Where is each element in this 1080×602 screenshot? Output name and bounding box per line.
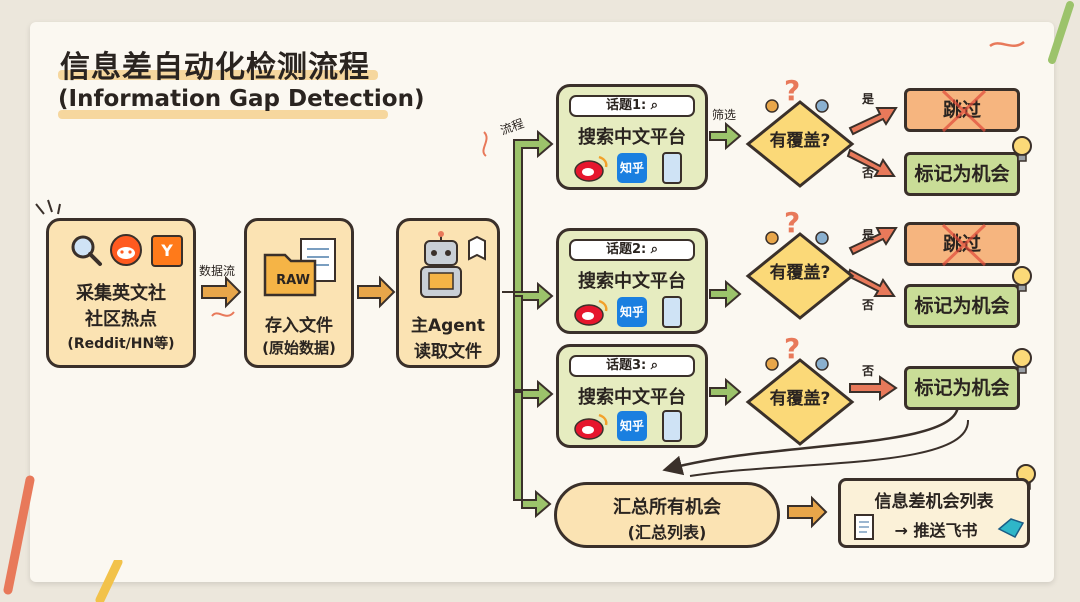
topic2-search-box: 话题2: ⌕ 搜索中文平台 知乎 (556, 228, 708, 334)
arrow-store-to-agent (357, 275, 396, 309)
decision1-diamond: ? (745, 74, 855, 188)
crayon-decoration-icon (95, 560, 123, 602)
agent-line2: 读取文件 (414, 342, 482, 362)
topic1-title: 搜索中文平台 (578, 127, 686, 148)
phone-icon (662, 296, 682, 328)
topic1-chip: 话题1: ⌕ (569, 95, 695, 117)
collect-step-box: Y 采集英文社 社区热点 (Reddit/HN等) (46, 218, 196, 368)
decision-outcome-arrows (846, 107, 898, 401)
agent-step-box: 主Agent 读取文件 (396, 218, 500, 368)
output-line2: → 推送飞书 (894, 521, 978, 540)
decision1-no-label: 否 (862, 166, 875, 180)
cross-out-icon (941, 223, 987, 267)
branch-arrows (502, 129, 554, 519)
opportunity-box-2: 标记为机会 (904, 284, 1020, 328)
magnifier-icon (71, 235, 102, 266)
decision2-no-label: 否 (862, 298, 875, 312)
question-mark-icon: ? (784, 332, 800, 365)
page-subtitle: (Information Gap Detection) (58, 86, 425, 112)
doodle-marks-icon (35, 199, 61, 215)
filter-label: 筛选 (712, 108, 737, 122)
reddit-icon (110, 234, 142, 266)
page-title: 信息差自动化检测流程 (60, 50, 370, 85)
zhihu-icon: 知乎 (617, 153, 647, 183)
weibo-icon (574, 155, 608, 182)
phone-icon (662, 152, 682, 184)
decision2-label: 有覆盖? (769, 263, 831, 283)
ycombinator-icon: Y (151, 235, 183, 267)
lightbulb-icon (1012, 136, 1032, 162)
doodle-squiggle-icon (211, 311, 235, 317)
topic2-chip-label: 话题2: (605, 242, 647, 257)
document-icon (854, 514, 874, 540)
doodle-squiggle-icon (989, 40, 1025, 48)
phone-icon (662, 410, 682, 442)
crayon-decoration-icon (1048, 1, 1074, 64)
topic1-search-box: 话题1: ⌕ 搜索中文平台 知乎 (556, 84, 708, 190)
topic3-title: 搜索中文平台 (578, 387, 686, 408)
summary-line2: (汇总列表) (627, 523, 707, 542)
topic3-chip-label: 话题3: (605, 358, 647, 373)
summary-box: 汇总所有机会 (汇总列表) (554, 482, 780, 548)
output-box: 信息差机会列表 → 推送飞书 (838, 478, 1030, 548)
skip-box-1: 跳过 (904, 88, 1020, 133)
topic2-title: 搜索中文平台 (578, 271, 686, 292)
topic3-chip: 话题3: ⌕ (569, 355, 695, 377)
curve-opportunities-to-summary (662, 403, 960, 476)
decision3-no-label: 否 (862, 364, 875, 378)
raw-folder-icon (263, 238, 336, 297)
robot-reading-icon (420, 231, 486, 298)
decision1-yes-label: 是 (862, 92, 875, 106)
crayon-decoration-icon (3, 475, 35, 595)
decision3-label: 有覆盖? (769, 389, 831, 409)
feishu-icon (997, 518, 1025, 538)
question-mark-icon: ? (784, 74, 800, 107)
doodle-squiggle-icon (482, 131, 488, 157)
output-line1: 信息差机会列表 (874, 492, 994, 512)
decision1-label: 有覆盖? (769, 131, 831, 151)
decision2-diamond: ? (745, 206, 855, 320)
flow-label-data: 数据流 (199, 264, 236, 278)
skip-box-2: 跳过 (904, 222, 1020, 267)
agent-line1: 主Agent (410, 316, 486, 336)
zhihu-icon: 知乎 (617, 411, 647, 441)
collect-line2: 社区热点 (85, 309, 157, 330)
weibo-icon (574, 299, 608, 326)
search-to-decision-arrows (709, 121, 742, 407)
subtitle-highlight (58, 110, 388, 119)
decision2-yes-label: 是 (862, 228, 875, 242)
cross-out-icon (941, 89, 987, 133)
lightbulb-icon (1012, 266, 1032, 292)
decision3-diamond: ? (745, 332, 855, 446)
title-highlight (58, 70, 378, 80)
lightbulb-icon (1012, 348, 1032, 374)
topic1-chip-label: 话题1: (605, 98, 647, 113)
raw-badge: RAW (276, 273, 310, 288)
arrow-summary-to-output (787, 495, 828, 529)
arrow-collect-to-store (201, 275, 242, 309)
question-mark-icon: ? (784, 206, 800, 239)
opportunity-box-3: 标记为机会 (904, 366, 1020, 410)
topic2-chip: 话题2: ⌕ (569, 239, 695, 261)
collect-line1: 采集英文社 (76, 283, 166, 304)
zhihu-icon: 知乎 (617, 297, 647, 327)
collect-line3: (Reddit/HN等) (67, 336, 175, 352)
summary-line1: 汇总所有机会 (613, 497, 721, 518)
store-line1: 存入文件 (265, 316, 333, 336)
store-step-box: RAW 存入文件 (原始数据) (244, 218, 354, 368)
opportunity-box-1: 标记为机会 (904, 152, 1020, 196)
weibo-icon (574, 413, 608, 440)
topic3-search-box: 话题3: ⌕ 搜索中文平台 知乎 (556, 344, 708, 448)
store-line2: (原始数据) (262, 339, 336, 357)
